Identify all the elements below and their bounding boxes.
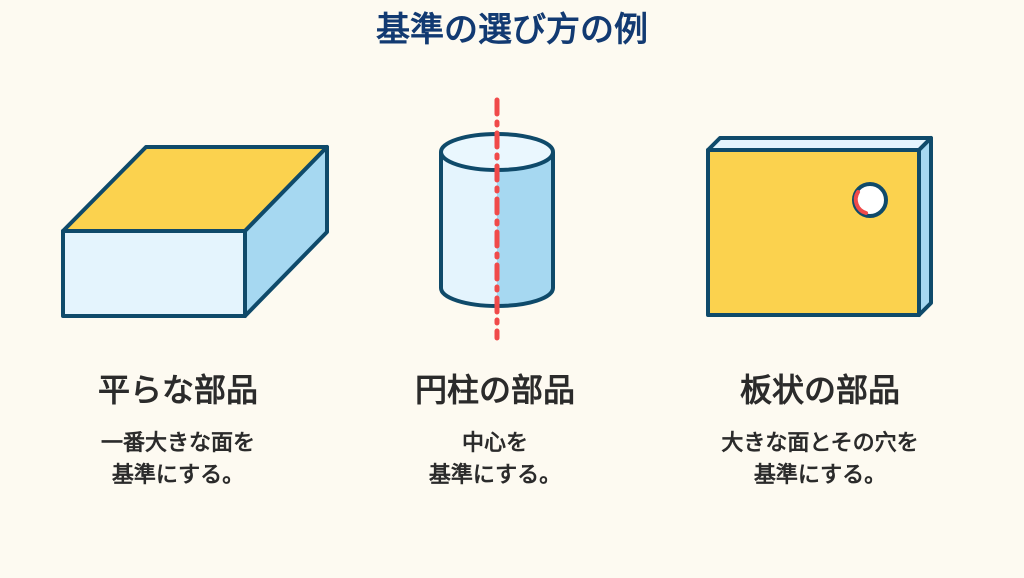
description-flat-line-2: 基準にする。	[111, 463, 245, 488]
description-flat-line-1: 一番大きな面を	[100, 431, 255, 456]
cylinder-figure	[439, 97, 555, 341]
heading-plate: 板状の部品	[739, 371, 900, 409]
cylinder-body-right	[497, 152, 553, 306]
description-plate-line-2: 基準にする。	[753, 463, 887, 488]
plate-figure	[706, 136, 933, 317]
figures	[61, 97, 933, 341]
description-plate: 大きな面とその穴を 基準にする。	[660, 428, 980, 492]
plate-front-face	[706, 148, 921, 317]
description-cylinder: 中心を 基準にする。	[335, 428, 655, 492]
plate-hole-highlight	[853, 190, 868, 215]
description-cylinder-line-1: 中心を	[461, 431, 528, 456]
heading-flat: 平らな部品	[97, 371, 258, 409]
flat-box-front-face	[61, 229, 247, 318]
flat-box-figure	[61, 145, 329, 318]
cylinder-body-left	[441, 152, 497, 306]
description-cylinder-line-2: 基準にする。	[428, 463, 562, 488]
description-flat: 一番大きな面を 基準にする。	[18, 428, 338, 492]
description-plate-line-1: 大きな面とその穴を	[721, 431, 919, 456]
page-title: 基準の選び方の例	[376, 10, 648, 50]
heading-cylinder: 円柱の部品	[414, 371, 575, 409]
